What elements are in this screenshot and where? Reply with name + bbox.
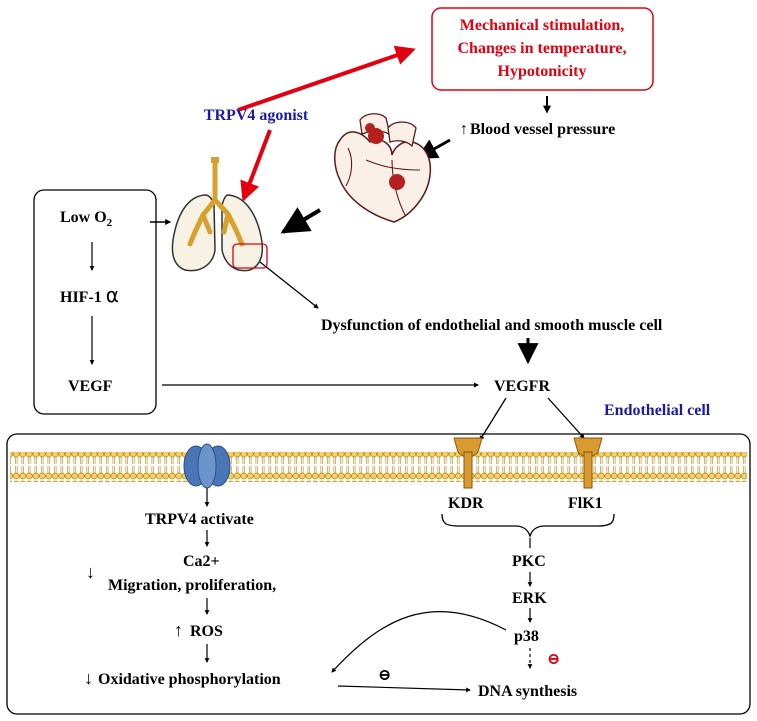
vegfr-to-kdr-arrow [479,397,507,441]
blood-vessel-pressure: Blood vessel pressure [470,121,615,138]
agonist-to-stimulus-arrow [237,45,416,112]
trpv4-channel-icon [183,443,231,489]
vegfr-label: VEGFR [494,378,550,395]
stimulus-line-3: Hypotonicity [498,63,587,80]
oxphos-down-arrow: ↓ [84,668,93,688]
endothelial-cell-box [6,433,751,715]
ros-label: ROS [190,623,223,640]
kdr-receptor-icon [453,437,483,489]
migration-label: Migration, proliferation, [108,577,276,594]
ros-up-arrow: ↑ [174,620,183,640]
ca2-label: Ca2+ [183,553,220,570]
pkc-label: PKC [512,553,546,570]
oxphos-label: Oxidative phosphorylation [98,671,281,688]
migration-down-arrow: ↓ [86,562,95,582]
dna-synthesis-label: DNA synthesis [478,683,577,700]
cell-membrane [10,452,747,482]
heart-icon [334,113,432,223]
receptor-brace [441,513,615,539]
low-o2-label: Low O2 [60,209,113,229]
flk1-label: FlK1 [568,495,603,512]
stimulus-box [431,7,654,91]
vegfr-to-flk1-arrow [547,397,585,439]
vegf-label: VEGF [68,378,113,395]
stimulus-line-2: Changes in temperature, [457,40,626,57]
hypoxia-box [33,189,157,415]
trpv4-agonist-label: TRPV4 agonist [204,107,309,124]
erk-label: ERK [512,590,547,607]
stimulus-line-1: Mechanical stimulation, [460,17,624,34]
kdr-label: KDR [448,495,484,512]
endothelial-cell-label: Endothelial cell [604,402,711,419]
heart-to-lungs-arrow [280,207,322,234]
dysfunction-label: Dysfunction of endothelial and smooth mu… [321,317,663,334]
oxphos-inhibit-symbol: ⊖ [378,667,391,684]
lungs-icon [171,157,268,272]
lungs-to-dysfunction-arrow [259,261,319,309]
flk1-receptor-icon [573,437,603,489]
p38-inhibit-symbol: ⊖ [547,651,560,668]
trpv4-activate-label: TRPV4 activate [145,511,254,528]
p38-to-oxphos-curve [331,610,507,673]
lung-highlight-box [232,243,268,269]
p38-label: p38 [514,628,539,645]
pressure-up-arrow: ↑ [460,121,468,138]
agonist-to-lung-arrow [240,129,272,202]
hif-1a-label: HIF-1 α [60,283,119,307]
oxphos-to-dna-arrow [337,685,471,693]
